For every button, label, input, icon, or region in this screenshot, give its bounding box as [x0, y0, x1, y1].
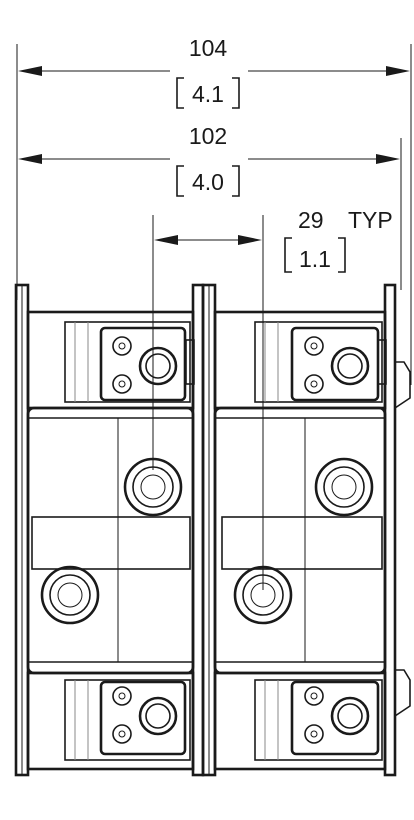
dim-mounting-inch: 4.0: [192, 169, 224, 195]
small-screw-icon: [304, 336, 324, 356]
dimension-pitch: 29 TYP 1.1: [152, 207, 393, 590]
arrowhead-right-pitch: [238, 235, 262, 245]
dim-pitch-inch: 1.1: [299, 246, 331, 272]
dim-pitch-note: TYP: [348, 207, 393, 233]
dim-mounting-mm: 102: [189, 123, 227, 149]
terminal-screw-icon: [330, 346, 370, 386]
dim-pitch-mm: 29: [298, 207, 324, 233]
dimension-overall: 104 4.1: [16, 35, 412, 385]
bottom-terminal-housing-left: [26, 671, 195, 771]
arrowhead-right-mounting: [376, 154, 400, 164]
fuse-body-left: [26, 406, 195, 675]
small-screw-icon: [304, 686, 324, 706]
small-screw-icon: [112, 724, 132, 744]
bracket-right-mounting: [232, 165, 240, 197]
bracket-right-overall: [232, 77, 240, 109]
terminal-plate-bottom-right: [290, 680, 380, 756]
bracket-left-mounting: [176, 165, 184, 197]
mounting-hole-icon: [314, 457, 374, 517]
arrowhead-left-overall: [18, 66, 42, 76]
terminal-plate-bottom-left: [99, 680, 187, 756]
right-latch: [394, 361, 411, 409]
small-screw-icon: [112, 374, 132, 394]
small-screw-icon: [112, 336, 132, 356]
dim-overall-inch: 4.1: [192, 81, 224, 107]
terminal-plate-top-right: [290, 326, 380, 402]
fuse-label-area-left: [31, 516, 191, 570]
dimension-mounting: 102 4.0: [18, 123, 402, 290]
bracket-left-pitch: [284, 237, 292, 273]
bracket-left-overall: [176, 77, 184, 109]
small-screw-icon: [304, 724, 324, 744]
fuse-pole-left: [14, 283, 205, 777]
terminal-plate-top-left: [99, 326, 187, 402]
bracket-right-pitch: [338, 237, 346, 273]
dim-overall-mm: 104: [189, 35, 228, 61]
terminal-screw-icon: [138, 696, 178, 736]
terminal-screw-icon: [330, 696, 370, 736]
arrowhead-left-mounting: [18, 154, 42, 164]
fuse-body-right: [213, 406, 387, 675]
terminal-screw-icon: [138, 346, 178, 386]
arrowhead-left-pitch: [154, 235, 178, 245]
small-screw-icon: [304, 374, 324, 394]
small-screw-icon: [112, 686, 132, 706]
fuse-label-area-right: [221, 516, 383, 570]
mounting-hole-icon: [40, 565, 100, 625]
arrowhead-right-overall: [386, 66, 410, 76]
bottom-terminal-housing-right: [213, 671, 387, 771]
fuse-pole-right: [201, 283, 411, 777]
